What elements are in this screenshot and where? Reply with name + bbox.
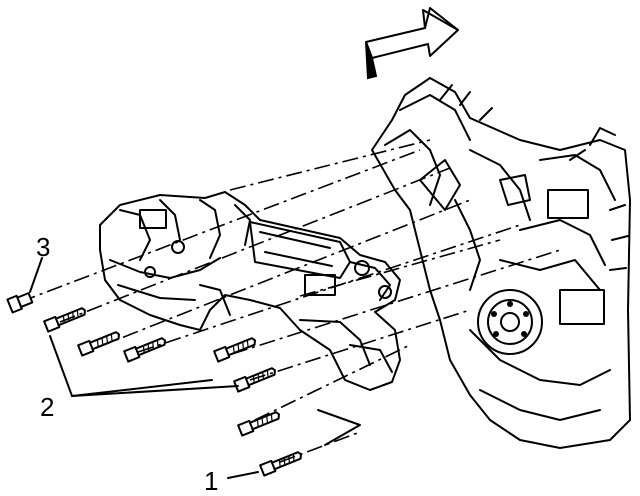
bolt xyxy=(77,331,120,357)
leader-bracket xyxy=(317,409,361,446)
bolt-1 xyxy=(259,451,302,477)
bolt-set-2 xyxy=(43,307,280,437)
bolt xyxy=(43,307,86,333)
bolt xyxy=(213,337,256,363)
engine-block xyxy=(371,77,631,449)
crankshaft-pulley xyxy=(477,289,543,355)
nut-3 xyxy=(6,292,34,314)
callout-2: 2 xyxy=(40,392,54,422)
callout-1: 1 xyxy=(204,466,218,496)
engine-mount-bracket xyxy=(99,191,401,391)
bolt xyxy=(237,411,280,437)
bolt xyxy=(123,337,166,363)
callout-leaders xyxy=(29,257,259,479)
alignment-lines xyxy=(19,139,561,463)
front-direction-arrow-icon xyxy=(365,7,459,80)
callout-3: 3 xyxy=(36,232,50,262)
